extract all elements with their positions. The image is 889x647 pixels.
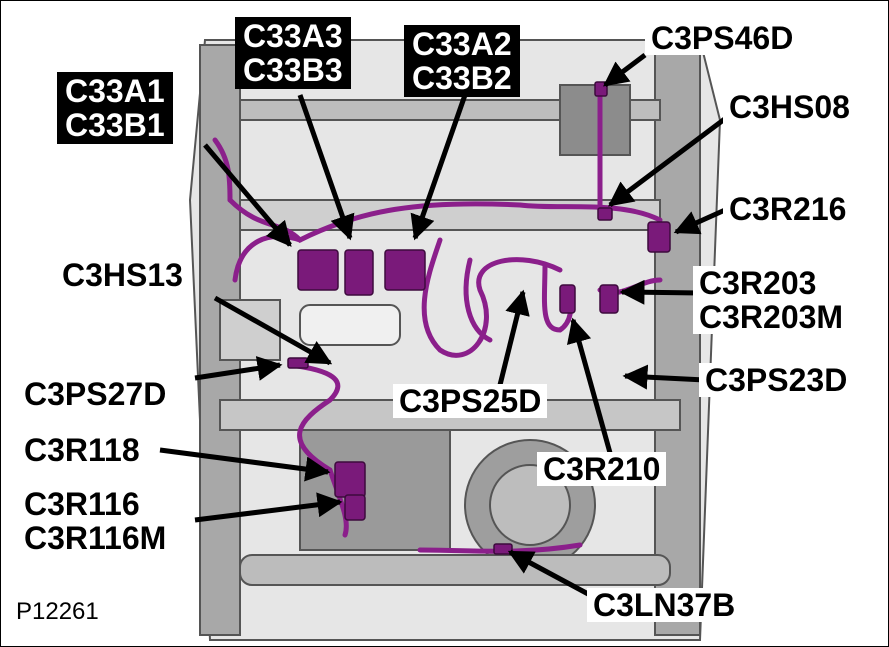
- label-c3r203-c3r203m: C3R203 C3R203M: [693, 265, 850, 335]
- label-c33a3-c33b3: C33A3 C33B3: [235, 17, 351, 89]
- connector-c3ln37b: [493, 543, 513, 555]
- label-c3r216: C3R216: [723, 192, 853, 226]
- label-c33a2: C33A2: [412, 26, 512, 62]
- connector-c3r216: [647, 221, 671, 253]
- label-c33b3: C33B3: [243, 52, 343, 88]
- label-c33b1: C33B1: [65, 107, 165, 143]
- label-c3r116-c3r116m: C3R116 C3R116M: [18, 486, 173, 556]
- label-c3ps27d: C3PS27D: [18, 377, 173, 411]
- connectors: [287, 81, 671, 555]
- label-c33b2: C33B2: [412, 60, 512, 96]
- label-c3ln37b: C3LN37B: [587, 588, 742, 622]
- figure-reference: P12261: [16, 598, 99, 625]
- connector-c3r118: [334, 461, 366, 498]
- connector-c33a2: [384, 249, 426, 291]
- connector-c3hs08: [597, 207, 613, 221]
- label-c3ps25d: C3PS25D: [393, 384, 548, 418]
- label-c3r116m: C3R116M: [24, 520, 167, 556]
- label-c3r118: C3R118: [18, 433, 146, 467]
- label-c33a3: C33A3: [243, 18, 343, 54]
- label-c3ps23d: C3PS23D: [699, 363, 854, 397]
- label-c3hs08: C3HS08: [723, 90, 856, 124]
- label-c3r210: C3R210: [537, 452, 667, 486]
- connector-c33a1: [297, 249, 339, 291]
- leader-arrows: [159, 53, 732, 598]
- connector-c3r210: [559, 284, 576, 314]
- label-c3r116: C3R116: [24, 486, 140, 522]
- label-c33a1: C33A1: [65, 73, 165, 109]
- connector-c33a3: [344, 249, 374, 296]
- label-c33a2-c33b2: C33A2 C33B2: [404, 25, 520, 97]
- label-c3ps46d: C3PS46D: [645, 21, 800, 55]
- connector-c3r116: [344, 494, 366, 521]
- label-c3hs13: C3HS13: [56, 258, 189, 292]
- connector-c3r203: [599, 284, 619, 314]
- label-c33a1-c33b1: C33A1 C33B1: [57, 72, 173, 144]
- connector-c3ps27d: [287, 357, 309, 369]
- label-c3r203m: C3R203M: [699, 299, 844, 335]
- label-c3r203: C3R203: [699, 265, 817, 301]
